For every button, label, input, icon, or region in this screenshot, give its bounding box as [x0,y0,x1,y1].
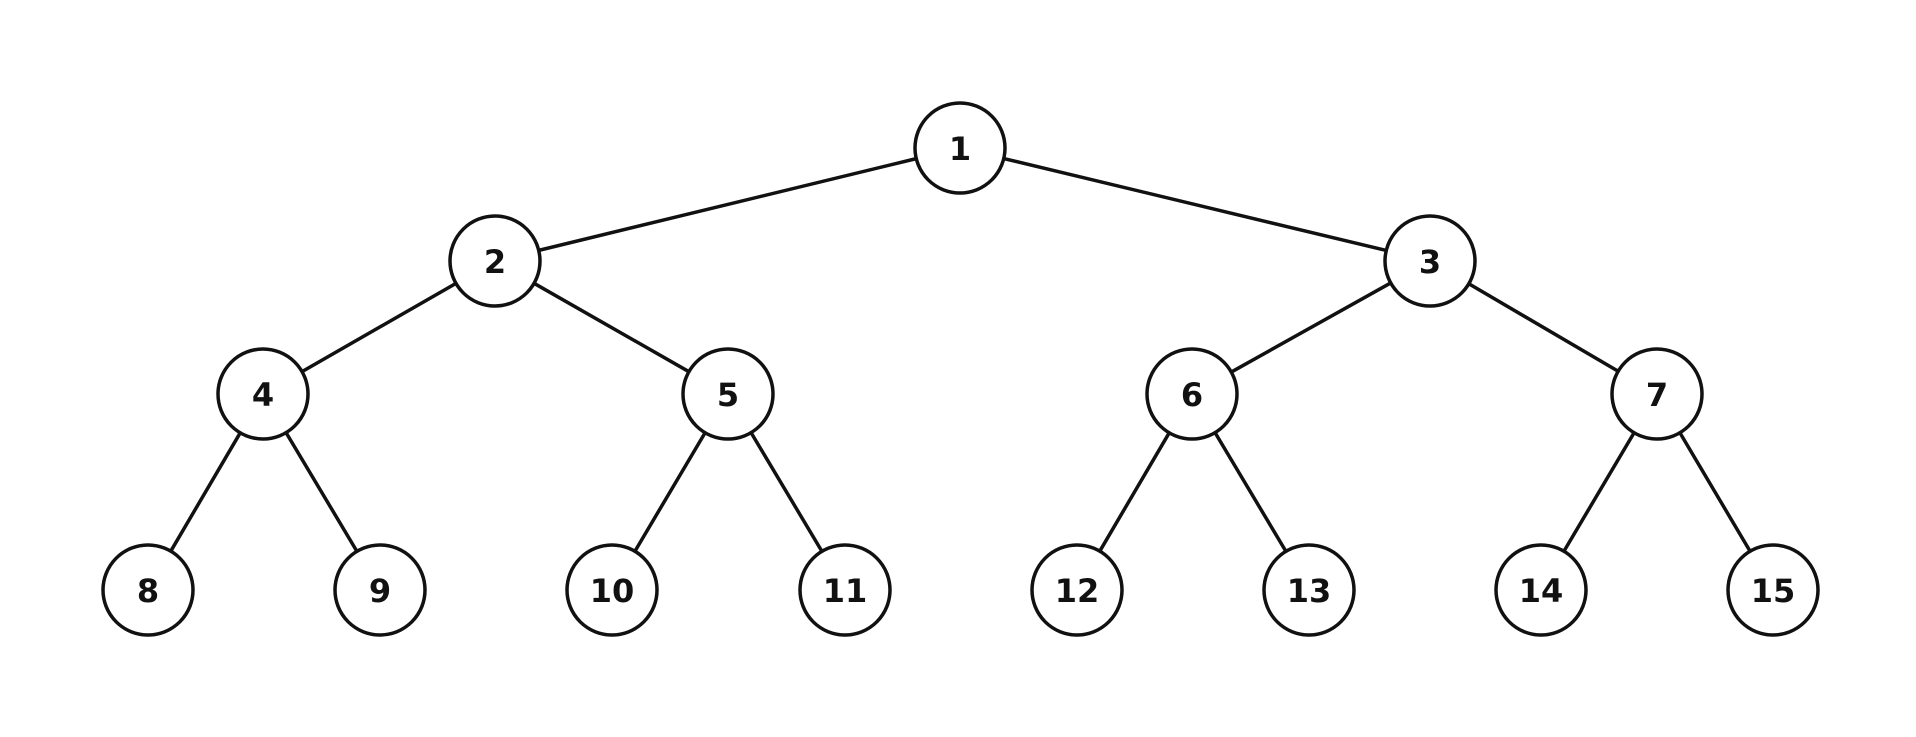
tree-node-7: 7 [1610,347,1704,441]
node-circle [1145,347,1239,441]
edge-n1-n3 [1002,156,1388,253]
node-circle [565,543,659,637]
node-circle [1262,543,1356,637]
node-circle [216,347,310,441]
tree-node-8: 8 [101,543,195,637]
node-circle [1030,543,1124,637]
node-label: 11 [823,572,868,610]
tree-node-1: 1 [913,101,1007,195]
node-label: 7 [1646,376,1668,414]
edges-layer [169,156,1752,554]
node-circle [333,543,427,637]
tree-node-4: 4 [216,347,310,441]
tree-node-10: 10 [565,543,659,637]
node-circle [798,543,892,637]
node-circle [448,214,542,308]
edge-n3-n6 [1229,281,1393,374]
node-label: 10 [590,572,635,610]
edge-n7-n15 [1678,430,1752,554]
tree-node-6: 6 [1145,347,1239,441]
edge-n7-n14 [1562,430,1636,554]
node-label: 9 [369,572,391,610]
node-circle [1494,543,1588,637]
node-label: 12 [1055,572,1100,610]
node-label: 5 [717,376,739,414]
node-circle [1610,347,1704,441]
node-circle [1383,214,1477,308]
tree-node-15: 15 [1726,543,1820,637]
node-label: 1 [949,130,971,168]
edge-n6-n12 [1098,431,1171,553]
tree-node-11: 11 [798,543,892,637]
tree-node-2: 2 [448,214,542,308]
tree-node-3: 3 [1383,214,1477,308]
node-label: 3 [1419,243,1441,281]
edge-n2-n4 [300,281,458,374]
node-label: 8 [137,572,159,610]
edge-n3-n7 [1467,281,1620,374]
node-circle [681,347,775,441]
node-label: 4 [252,376,274,414]
edge-n4-n8 [169,431,242,553]
node-label: 14 [1519,572,1564,610]
node-label: 15 [1751,572,1796,610]
node-circle [913,101,1007,195]
edge-n5-n10 [633,430,707,554]
tree-node-9: 9 [333,543,427,637]
edge-n2-n5 [532,281,691,374]
tree-node-5: 5 [681,347,775,441]
node-circle [101,543,195,637]
edge-n5-n11 [749,430,824,554]
edge-n1-n2 [536,156,919,253]
node-label: 6 [1181,376,1203,414]
tree-node-13: 13 [1262,543,1356,637]
edge-n4-n9 [284,430,359,554]
edge-n6-n13 [1213,430,1288,554]
node-circle [1726,543,1820,637]
tree-node-12: 12 [1030,543,1124,637]
node-label: 13 [1287,572,1332,610]
node-label: 2 [484,243,506,281]
tree-node-14: 14 [1494,543,1588,637]
